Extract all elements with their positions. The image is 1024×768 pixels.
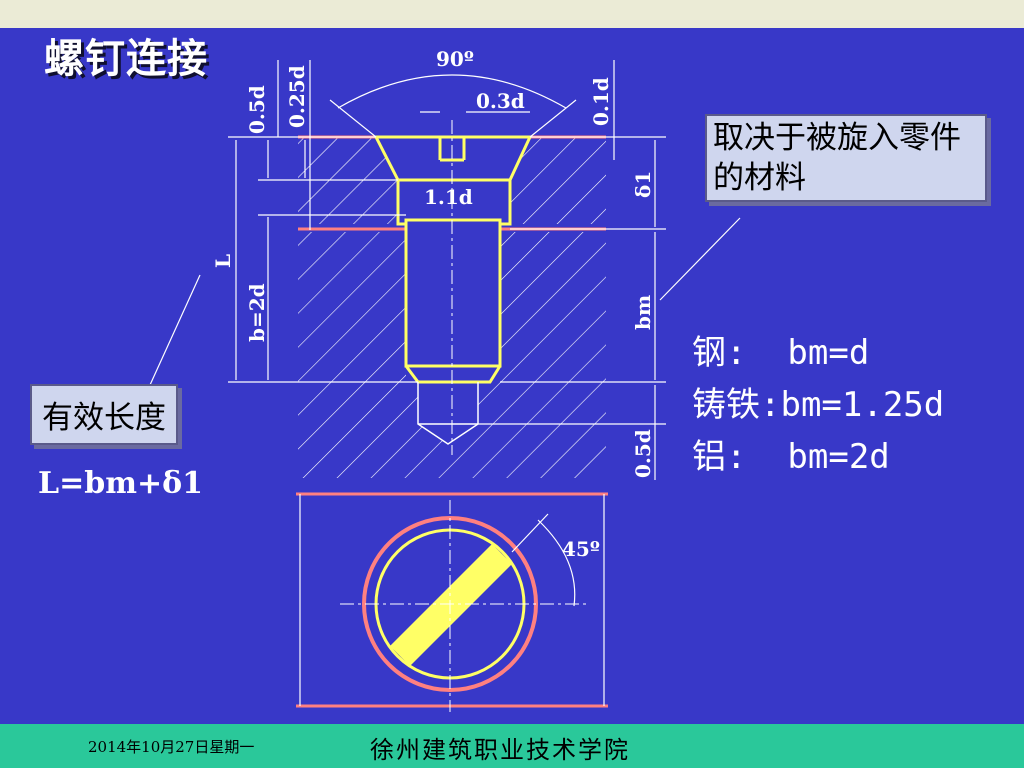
screw-body [373,135,533,384]
footer-institution: 徐州建筑职业技术学院 [370,736,630,764]
material-list: 钢: bm=d 铸铁:bm=1.25d 铝: bm=2d [692,327,944,483]
material-callout: 取决于被旋入零件的材料 [705,114,987,202]
bottom-view [296,492,608,712]
slot-angle-label: 45º [562,537,600,561]
tip-clearance-label: 0.5d [631,429,655,478]
screw-tip [417,382,479,445]
material-steel: 钢: bm=d [692,333,870,373]
slot-width-label: 0.3d [476,89,525,113]
engagement-label: bm [631,295,655,330]
thread-length-label: b=2d [245,283,269,342]
top-bar [0,0,1024,28]
hole-diameter-label: 1.1d [424,185,473,209]
delta1-label: δ1 [631,171,655,198]
material-aluminum: 铝: bm=2d [692,437,890,477]
right-dimension-lines [478,60,741,480]
length-formula: L=bm+δ1 [38,466,203,501]
angle-90-label: 90º [436,47,474,71]
slide-title: 螺钉连接 [44,36,208,82]
material-cast-iron: 铸铁:bm=1.25d [692,385,945,425]
length-label: L [211,254,235,268]
head-angle-dimension [329,74,577,138]
footer-date: 2014年10月27日星期一 [88,738,255,756]
quarter-d-label: 0.25d [285,65,309,128]
lower-part [298,232,606,478]
footer-bar: 2014年10月27日星期一 徐州建筑职业技术学院 [0,724,1024,768]
half-d-label: 0.5d [245,85,269,134]
effective-length-callout: 有效长度 [30,384,178,445]
left-dimension-lines [149,60,418,386]
slot-depth-label: 0.1d [589,77,613,126]
